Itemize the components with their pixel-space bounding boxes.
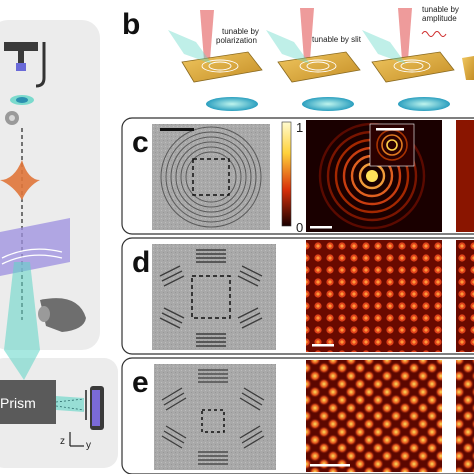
panel-d: d <box>121 237 474 355</box>
laser-pulse-icon <box>0 160 40 200</box>
prism-label: Prism <box>0 395 36 411</box>
tunable-polarization-line2: polarization <box>216 36 257 45</box>
tunable-slit-label: tunable by slit <box>312 35 362 44</box>
panel-label-c: c <box>132 126 149 159</box>
panel-d-sem-image <box>152 244 276 350</box>
panel-label-e: e <box>132 366 149 399</box>
panel-c-sem-image <box>152 124 270 230</box>
polarizer-plane <box>0 218 70 276</box>
prism-block <box>0 380 56 424</box>
coordinate-axes: z y <box>60 432 91 451</box>
sample-amplitude: tunable by amplitude <box>362 5 459 111</box>
panel-e-emission-map <box>306 360 442 472</box>
axis-y-label: y <box>86 440 91 451</box>
tunable-polarization-line1: tunable by <box>222 27 259 36</box>
colorbar-min-label: 0 <box>296 220 303 235</box>
colorbar-max-label: 1 <box>296 120 303 135</box>
panel-d-map-partial <box>456 240 474 352</box>
panel-e-map-partial <box>456 360 474 472</box>
panel-e-sem-image <box>154 364 276 470</box>
panel-c-map-partial <box>456 120 474 232</box>
panel-d-emission-map <box>306 240 442 352</box>
colorbar: 1 0 <box>281 120 303 235</box>
scale-bar <box>160 128 194 131</box>
objective-lens-icon <box>38 298 86 332</box>
tunable-amplitude-line1: tunable by <box>422 5 459 14</box>
panel-label-d: d <box>132 246 150 279</box>
setup-schematic: Prism z y <box>0 20 118 468</box>
panel-c-emission-map <box>306 120 442 232</box>
panel-c: c 1 0 <box>121 117 474 235</box>
panel-b: tunable by polarization tunable by slit … <box>168 5 474 111</box>
detector-icon <box>90 386 104 430</box>
sample-slit: tunable by slit <box>266 8 362 111</box>
tunable-amplitude-line2: amplitude <box>422 14 457 23</box>
sample-holder-icon <box>4 42 46 88</box>
panel-label-b: b <box>122 8 140 41</box>
panel-e: e <box>121 357 474 474</box>
axis-z-label: z <box>60 436 65 447</box>
electron-beam <box>4 262 40 380</box>
sample-polarization: tunable by polarization <box>168 10 263 111</box>
electron-pulse-icon <box>5 95 34 125</box>
